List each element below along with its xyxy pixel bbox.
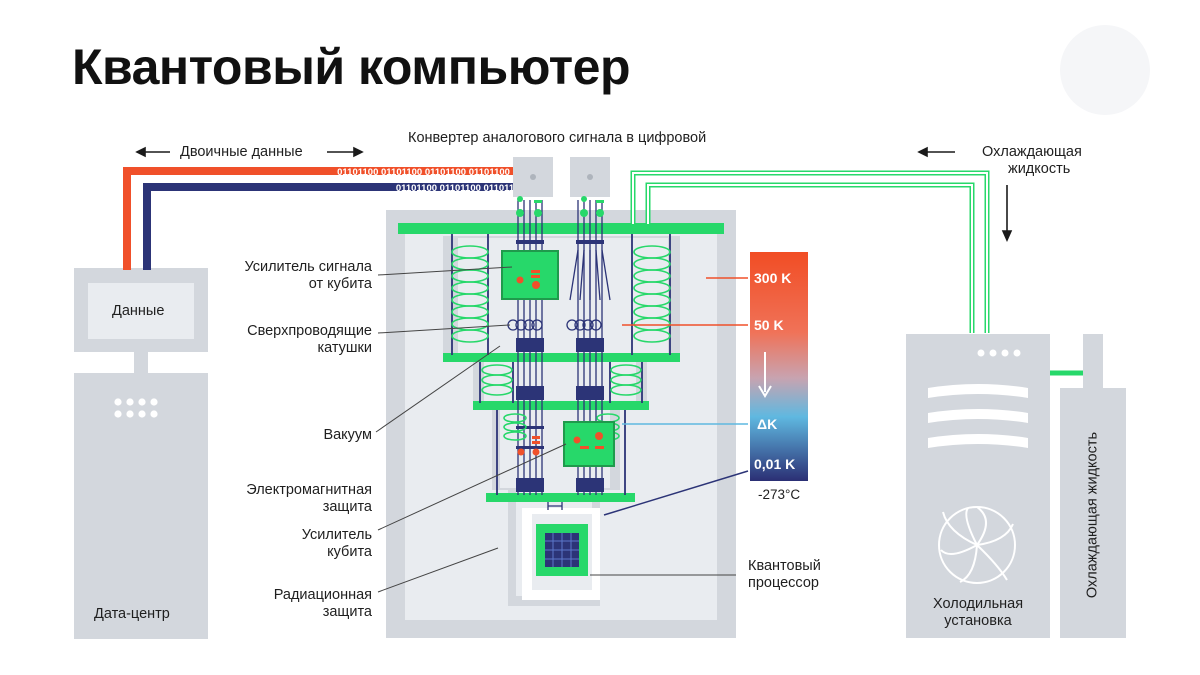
- label-coolant-vertical: Охлаждающая жидкость: [1084, 431, 1101, 599]
- label-binary-data: Двоичные данные: [180, 144, 303, 160]
- left-amplifier-dots: [517, 436, 540, 456]
- temp-label-001k: 0,01 K: [754, 456, 796, 472]
- label-fridge-2: установка: [944, 613, 1012, 629]
- binary-streams: 01101100 01101100 01101100 01101100 0110…: [337, 167, 549, 194]
- label-qubit-signal-amp-2: от кубита: [308, 276, 372, 292]
- label-sc-coils-2: катушки: [317, 340, 372, 356]
- temp-label-delta-k: ΔK: [757, 416, 778, 432]
- binary-stream-1: 01101100 01101100 01101100 01101100 0110…: [337, 167, 549, 178]
- refrigeration-unit: [906, 334, 1050, 638]
- quantum-processor: [536, 524, 588, 576]
- label-qubit-amp-2: кубита: [327, 544, 372, 560]
- temperature-scale: [750, 252, 808, 481]
- label-sc-coils-1: Сверхпроводящие: [247, 323, 372, 339]
- decorative-circle: [1060, 25, 1150, 115]
- coolant-pipe-inner: [632, 172, 988, 333]
- label-coolant-top-1: Охлаждающая: [982, 144, 1082, 160]
- binary-stream-2: 01101100 01101100 01101100 0110: [396, 183, 548, 194]
- label-qproc-1: Квантовый: [748, 558, 821, 574]
- connector-blocks: [516, 240, 604, 492]
- label-rad-shield-2: защита: [322, 604, 372, 620]
- label-data: Данные: [112, 303, 165, 319]
- label-qubit-signal-amp-1: Усилитель сигнала: [244, 259, 373, 275]
- cold-plates: [398, 223, 724, 502]
- datacenter-leds-icon: [114, 398, 158, 418]
- data-cables: [123, 167, 516, 270]
- temp-note-absolute-zero: -273°C: [758, 487, 801, 502]
- qubit-signal-amplifier: [501, 250, 559, 300]
- label-rad-shield-1: Радиационная: [273, 587, 372, 603]
- adc-converters: [513, 157, 610, 197]
- label-adc: Конвертер аналогового сигнала в цифровой: [408, 130, 707, 146]
- arrows: [135, 146, 1013, 242]
- label-datacenter: Дата-центр: [94, 606, 170, 622]
- label-coolant-top-2: жидкость: [1008, 161, 1071, 177]
- label-em-shield-2: защита: [322, 499, 372, 515]
- leader-lines: [375, 266, 749, 593]
- page-title: Квантовый компьютер: [72, 39, 631, 95]
- datacenter: [74, 268, 208, 639]
- coolant-tank: [1060, 334, 1126, 638]
- label-vacuum: Вакуум: [323, 427, 372, 443]
- fan-icon: [938, 506, 1016, 584]
- label-em-shield-1: Электромагнитная: [246, 482, 372, 498]
- top-components: [516, 196, 604, 217]
- qubit-amplifier: [563, 421, 615, 467]
- label-qubit-amp-1: Усилитель: [301, 527, 372, 543]
- temp-label-300k: 300 K: [754, 270, 792, 286]
- temp-label-50k: 50 K: [754, 317, 784, 333]
- label-qproc-2: процессор: [748, 575, 819, 591]
- label-fridge-1: Холодильная: [932, 596, 1024, 612]
